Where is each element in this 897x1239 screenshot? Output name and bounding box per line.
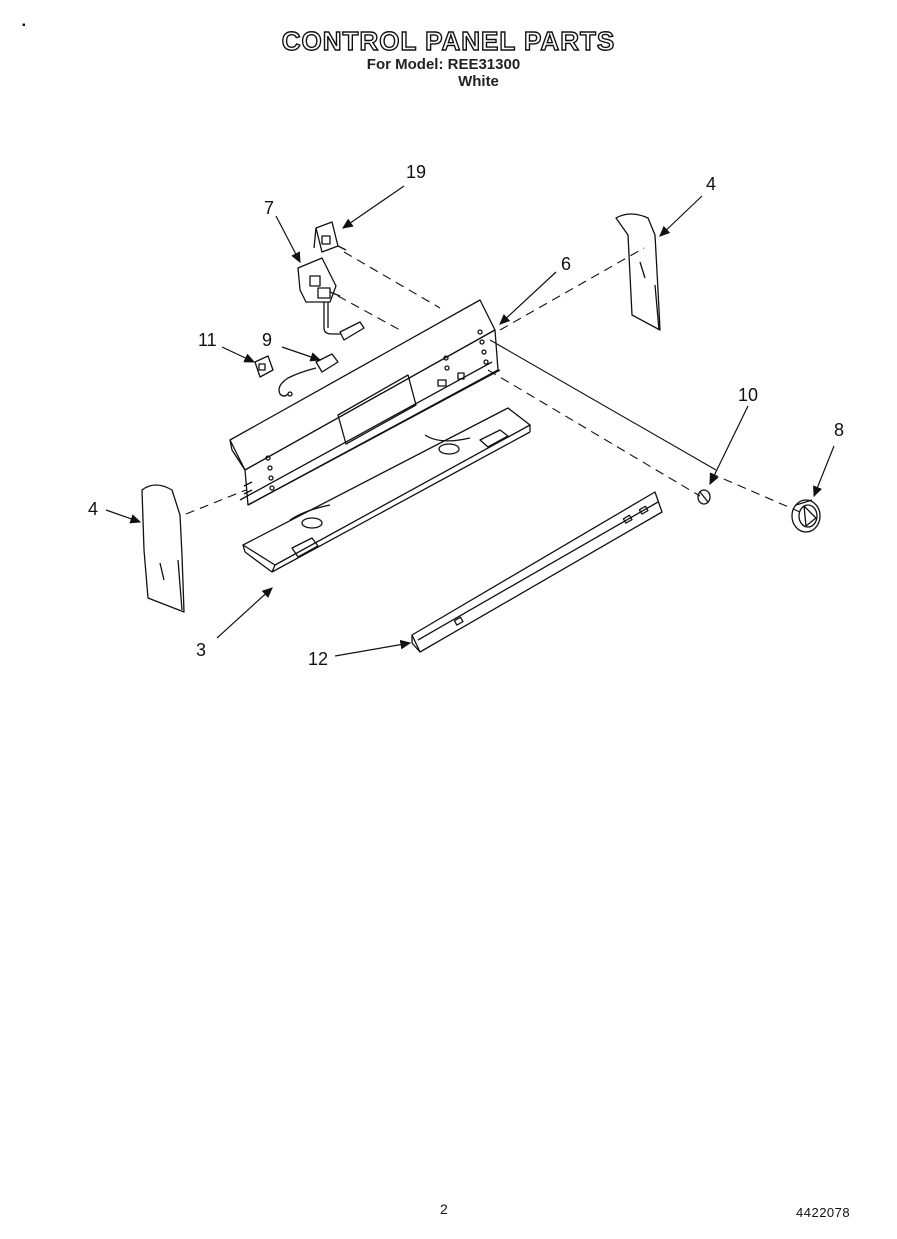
callout-19: 19 [406, 162, 426, 182]
callout-leaders [105, 185, 835, 657]
page-title: CONTROL PANEL PARTS [281, 25, 616, 56]
knob-part-8 [791, 499, 821, 533]
callout-6: 6 [561, 254, 571, 274]
document-code: 4422078 [796, 1205, 851, 1220]
callout-8: 8 [834, 420, 844, 440]
indicator-light-part-9 [278, 353, 339, 397]
callout-4-right: 4 [706, 174, 716, 194]
panel-plate-part-3 [242, 407, 531, 573]
page-header: CONTROL PANEL PARTS For Model: REE31300 … [0, 25, 897, 90]
control-panel-part-6 [229, 299, 501, 506]
bottom-rail-part-12 [411, 491, 663, 653]
callout-9: 9 [262, 330, 272, 350]
callout-4-left: 4 [88, 499, 98, 519]
corner-mark: ▪ [22, 20, 26, 31]
assembly-lines [185, 247, 801, 515]
callout-3: 3 [196, 640, 206, 660]
end-cap-left-part-4 [141, 484, 185, 613]
shaft-line [489, 339, 717, 471]
callout-10: 10 [738, 385, 758, 405]
callout-11: 11 [198, 330, 217, 350]
end-cap-right-part-4 [615, 213, 661, 331]
callout-12: 12 [308, 649, 328, 669]
switch-part-19 [313, 221, 347, 253]
model-line: For Model: REE31300 [366, 56, 521, 73]
knob-insert-part-10 [697, 489, 711, 505]
terminal-block-part-11 [254, 355, 274, 378]
color-line: White [458, 73, 499, 90]
callout-7: 7 [264, 198, 274, 218]
page-number: 2 [440, 1201, 448, 1217]
infinite-switch-part-7 [297, 257, 365, 341]
